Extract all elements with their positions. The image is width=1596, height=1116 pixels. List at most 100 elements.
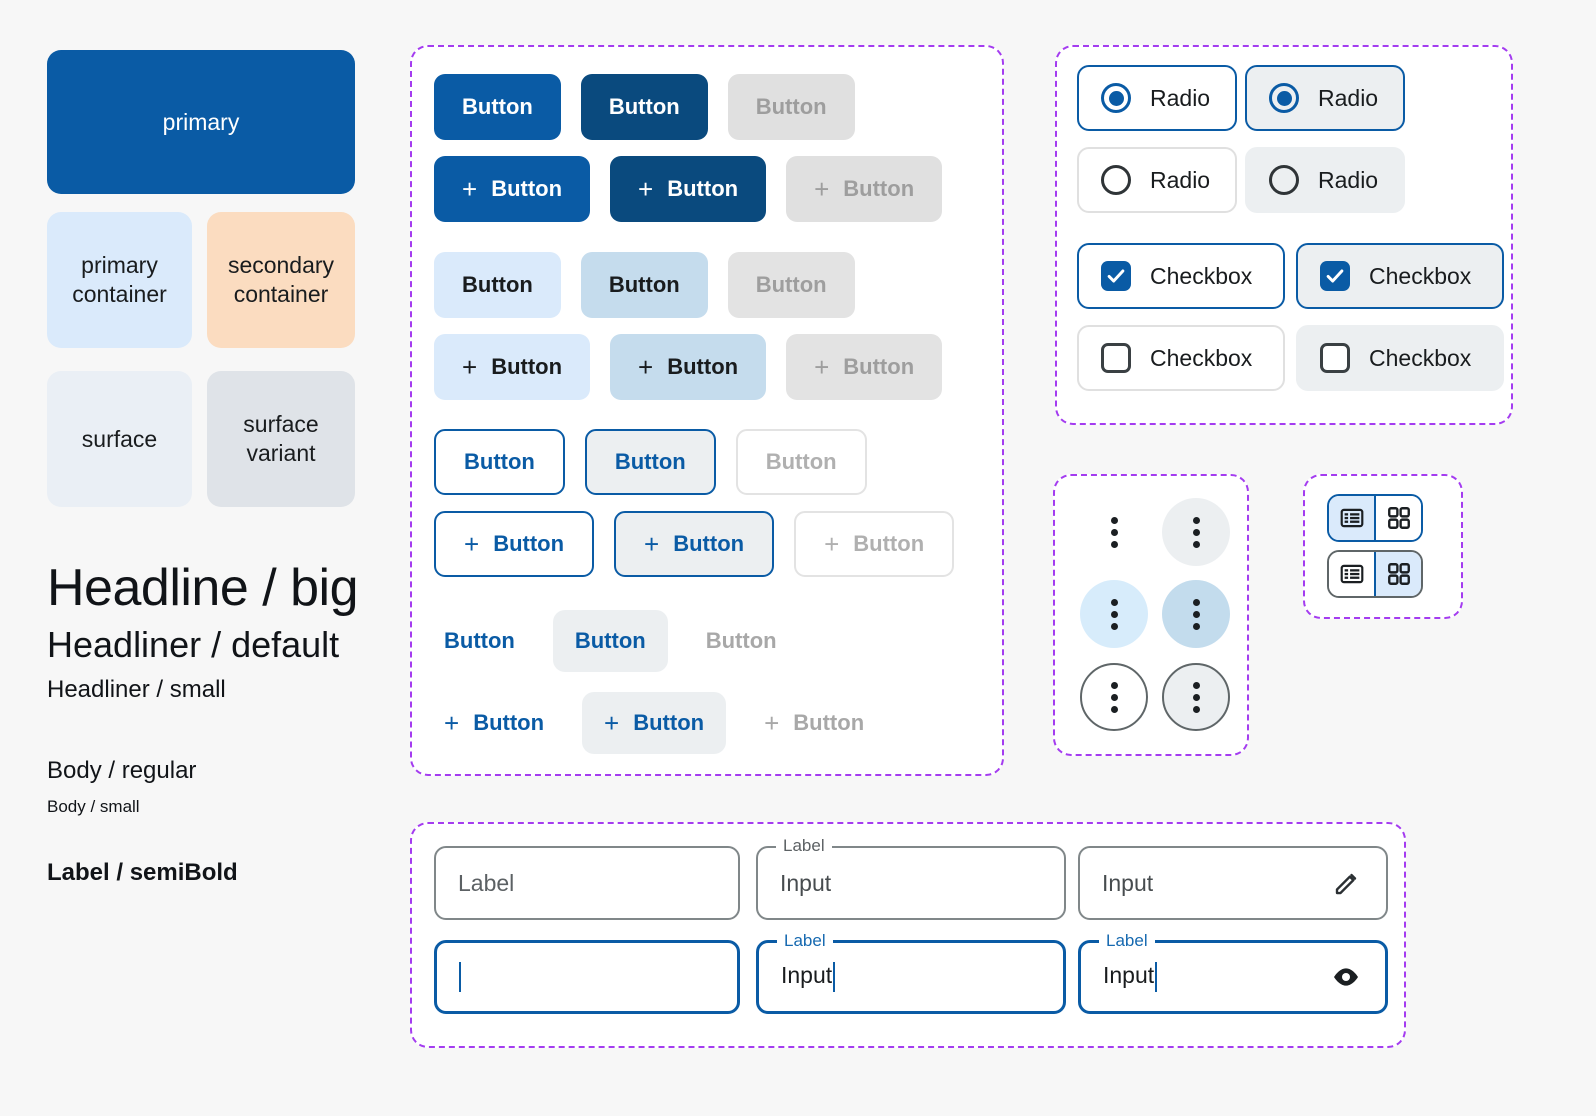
plus-icon: + bbox=[444, 708, 460, 738]
field-value: Input bbox=[1103, 962, 1329, 992]
swatch-label: surface bbox=[81, 425, 158, 452]
button-filled-hover[interactable]: Button bbox=[580, 74, 708, 140]
button-text-icon-enabled[interactable]: + Button bbox=[434, 697, 554, 749]
button-label: Button bbox=[667, 176, 739, 201]
button-row-text-icon: + Button + Button + Button bbox=[434, 692, 874, 754]
icon-button-grey-filled[interactable] bbox=[1162, 498, 1230, 566]
swatch-primary-container: primary container bbox=[47, 212, 192, 348]
radio-checked-icon bbox=[1101, 83, 1131, 113]
type-headliner-default: Headliner / default bbox=[47, 624, 340, 665]
plus-icon: + bbox=[464, 529, 480, 559]
text-field-notched-rest[interactable]: Label Input bbox=[756, 837, 1066, 920]
button-text-icon-hover[interactable]: + Button bbox=[582, 692, 727, 754]
segmented-control-list-selected[interactable] bbox=[1327, 494, 1423, 542]
button-filled-icon-hover[interactable]: + Button bbox=[610, 156, 767, 222]
eye-icon[interactable] bbox=[1329, 960, 1363, 994]
field-value: Label bbox=[458, 869, 515, 896]
field-label: Label bbox=[776, 837, 832, 854]
grid-view-icon bbox=[1387, 507, 1410, 529]
plus-icon: + bbox=[644, 529, 660, 559]
checkbox-checked-icon bbox=[1320, 261, 1350, 291]
text-field-notched-focused[interactable]: Label Input bbox=[756, 932, 1066, 1014]
button-filled-disabled: Button bbox=[727, 74, 855, 140]
button-text-icon-disabled: + Button bbox=[754, 697, 874, 749]
button-text-enabled[interactable]: Button bbox=[434, 615, 525, 667]
radio-option-unchecked-light[interactable]: Radio bbox=[1077, 147, 1237, 213]
icon-button-outlined-grey[interactable] bbox=[1162, 663, 1230, 731]
button-filled-icon-enabled[interactable]: + Button bbox=[434, 156, 591, 222]
plus-icon: + bbox=[814, 352, 830, 382]
button-label: Button bbox=[493, 531, 565, 556]
icon-button-light-blue[interactable] bbox=[1080, 580, 1148, 648]
icon-button-mid-blue[interactable] bbox=[1162, 580, 1230, 648]
field-label: Label bbox=[1099, 932, 1155, 949]
button-outlined-disabled: Button bbox=[735, 429, 867, 495]
more-vertical-icon bbox=[1192, 598, 1200, 630]
segment-list-view[interactable] bbox=[1329, 552, 1374, 596]
swatch-surface-variant: surface variant bbox=[207, 371, 355, 507]
button-filled-icon-disabled: + Button bbox=[786, 156, 943, 222]
button-label: Button bbox=[667, 354, 739, 379]
segment-grid-view[interactable] bbox=[1374, 552, 1421, 596]
button-label: Button bbox=[491, 354, 563, 379]
button-text-disabled: Button bbox=[696, 615, 787, 667]
radio-option-checked-light[interactable]: Radio bbox=[1077, 65, 1237, 131]
button-outlined-icon-enabled[interactable]: + Button bbox=[434, 511, 595, 577]
plus-icon: + bbox=[638, 174, 654, 204]
swatch-primary: primary bbox=[47, 50, 355, 194]
checkbox-label: Checkbox bbox=[1150, 344, 1253, 371]
type-label-semibold: Label / semiBold bbox=[47, 859, 238, 886]
list-view-icon bbox=[1340, 564, 1363, 584]
selection-controls-group: Radio Radio Radio Radio Checkbox Checkbo… bbox=[1055, 45, 1513, 425]
segment-grid-view[interactable] bbox=[1376, 496, 1421, 540]
icon-buttons-group bbox=[1053, 474, 1249, 756]
radio-label: Radio bbox=[1150, 84, 1211, 111]
pencil-icon[interactable] bbox=[1330, 866, 1364, 900]
button-row-outlined: Button Button Button bbox=[434, 429, 867, 495]
swatch-label: primary bbox=[162, 108, 240, 135]
checkbox-option-unchecked-grey[interactable]: Checkbox bbox=[1296, 325, 1504, 391]
button-text-hover[interactable]: Button bbox=[552, 610, 668, 672]
checkbox-label: Checkbox bbox=[1150, 262, 1253, 289]
swatch-label: secondary container bbox=[227, 252, 335, 307]
field-value: Input bbox=[781, 962, 1041, 992]
swatch-label: surface variant bbox=[243, 411, 319, 466]
type-body-regular: Body / regular bbox=[47, 757, 197, 784]
text-field-with-edit-icon[interactable]: Input bbox=[1078, 846, 1388, 920]
checkbox-checked-icon bbox=[1101, 261, 1131, 291]
button-row-text: Button Button Button bbox=[434, 610, 787, 672]
segment-list-view[interactable] bbox=[1329, 496, 1376, 540]
text-field-placeholder[interactable]: Label bbox=[434, 846, 740, 920]
text-field-empty-focused[interactable] bbox=[434, 940, 740, 1014]
text-field-password-focused[interactable]: Label Input bbox=[1078, 932, 1388, 1014]
button-tonal-hover[interactable]: Button bbox=[580, 252, 708, 318]
button-label: Button bbox=[843, 176, 915, 201]
icon-button-outlined[interactable] bbox=[1080, 663, 1148, 731]
checkbox-option-checked-grey[interactable]: Checkbox bbox=[1296, 243, 1504, 309]
checkbox-unchecked-icon bbox=[1320, 343, 1350, 373]
checkbox-option-unchecked-light[interactable]: Checkbox bbox=[1077, 325, 1285, 391]
button-tonal-icon-enabled[interactable]: + Button bbox=[434, 334, 591, 400]
radio-label: Radio bbox=[1318, 166, 1379, 193]
button-outlined-enabled[interactable]: Button bbox=[434, 429, 565, 495]
button-row-tonal: Button Button Button bbox=[434, 252, 855, 318]
button-row-outlined-icon: + Button + Button + Button bbox=[434, 511, 955, 577]
more-vertical-icon bbox=[1192, 516, 1200, 548]
checkbox-option-checked-light[interactable]: Checkbox bbox=[1077, 243, 1285, 309]
radio-unchecked-icon bbox=[1101, 165, 1131, 195]
button-outlined-hover[interactable]: Button bbox=[584, 429, 716, 495]
button-label: Button bbox=[633, 710, 705, 735]
radio-option-unchecked-grey[interactable]: Radio bbox=[1245, 147, 1405, 213]
button-outlined-icon-hover[interactable]: + Button bbox=[614, 511, 775, 577]
button-filled-enabled[interactable]: Button bbox=[434, 74, 561, 140]
segmented-control-grid-selected[interactable] bbox=[1327, 550, 1423, 598]
radio-label: Radio bbox=[1318, 84, 1379, 111]
button-label: Button bbox=[673, 531, 745, 556]
button-label: Button bbox=[843, 354, 915, 379]
icon-button-plain[interactable] bbox=[1080, 498, 1148, 566]
more-vertical-icon bbox=[1192, 681, 1200, 713]
button-tonal-icon-hover[interactable]: + Button bbox=[610, 334, 767, 400]
button-tonal-enabled[interactable]: Button bbox=[434, 252, 561, 318]
radio-option-checked-grey[interactable]: Radio bbox=[1245, 65, 1405, 131]
